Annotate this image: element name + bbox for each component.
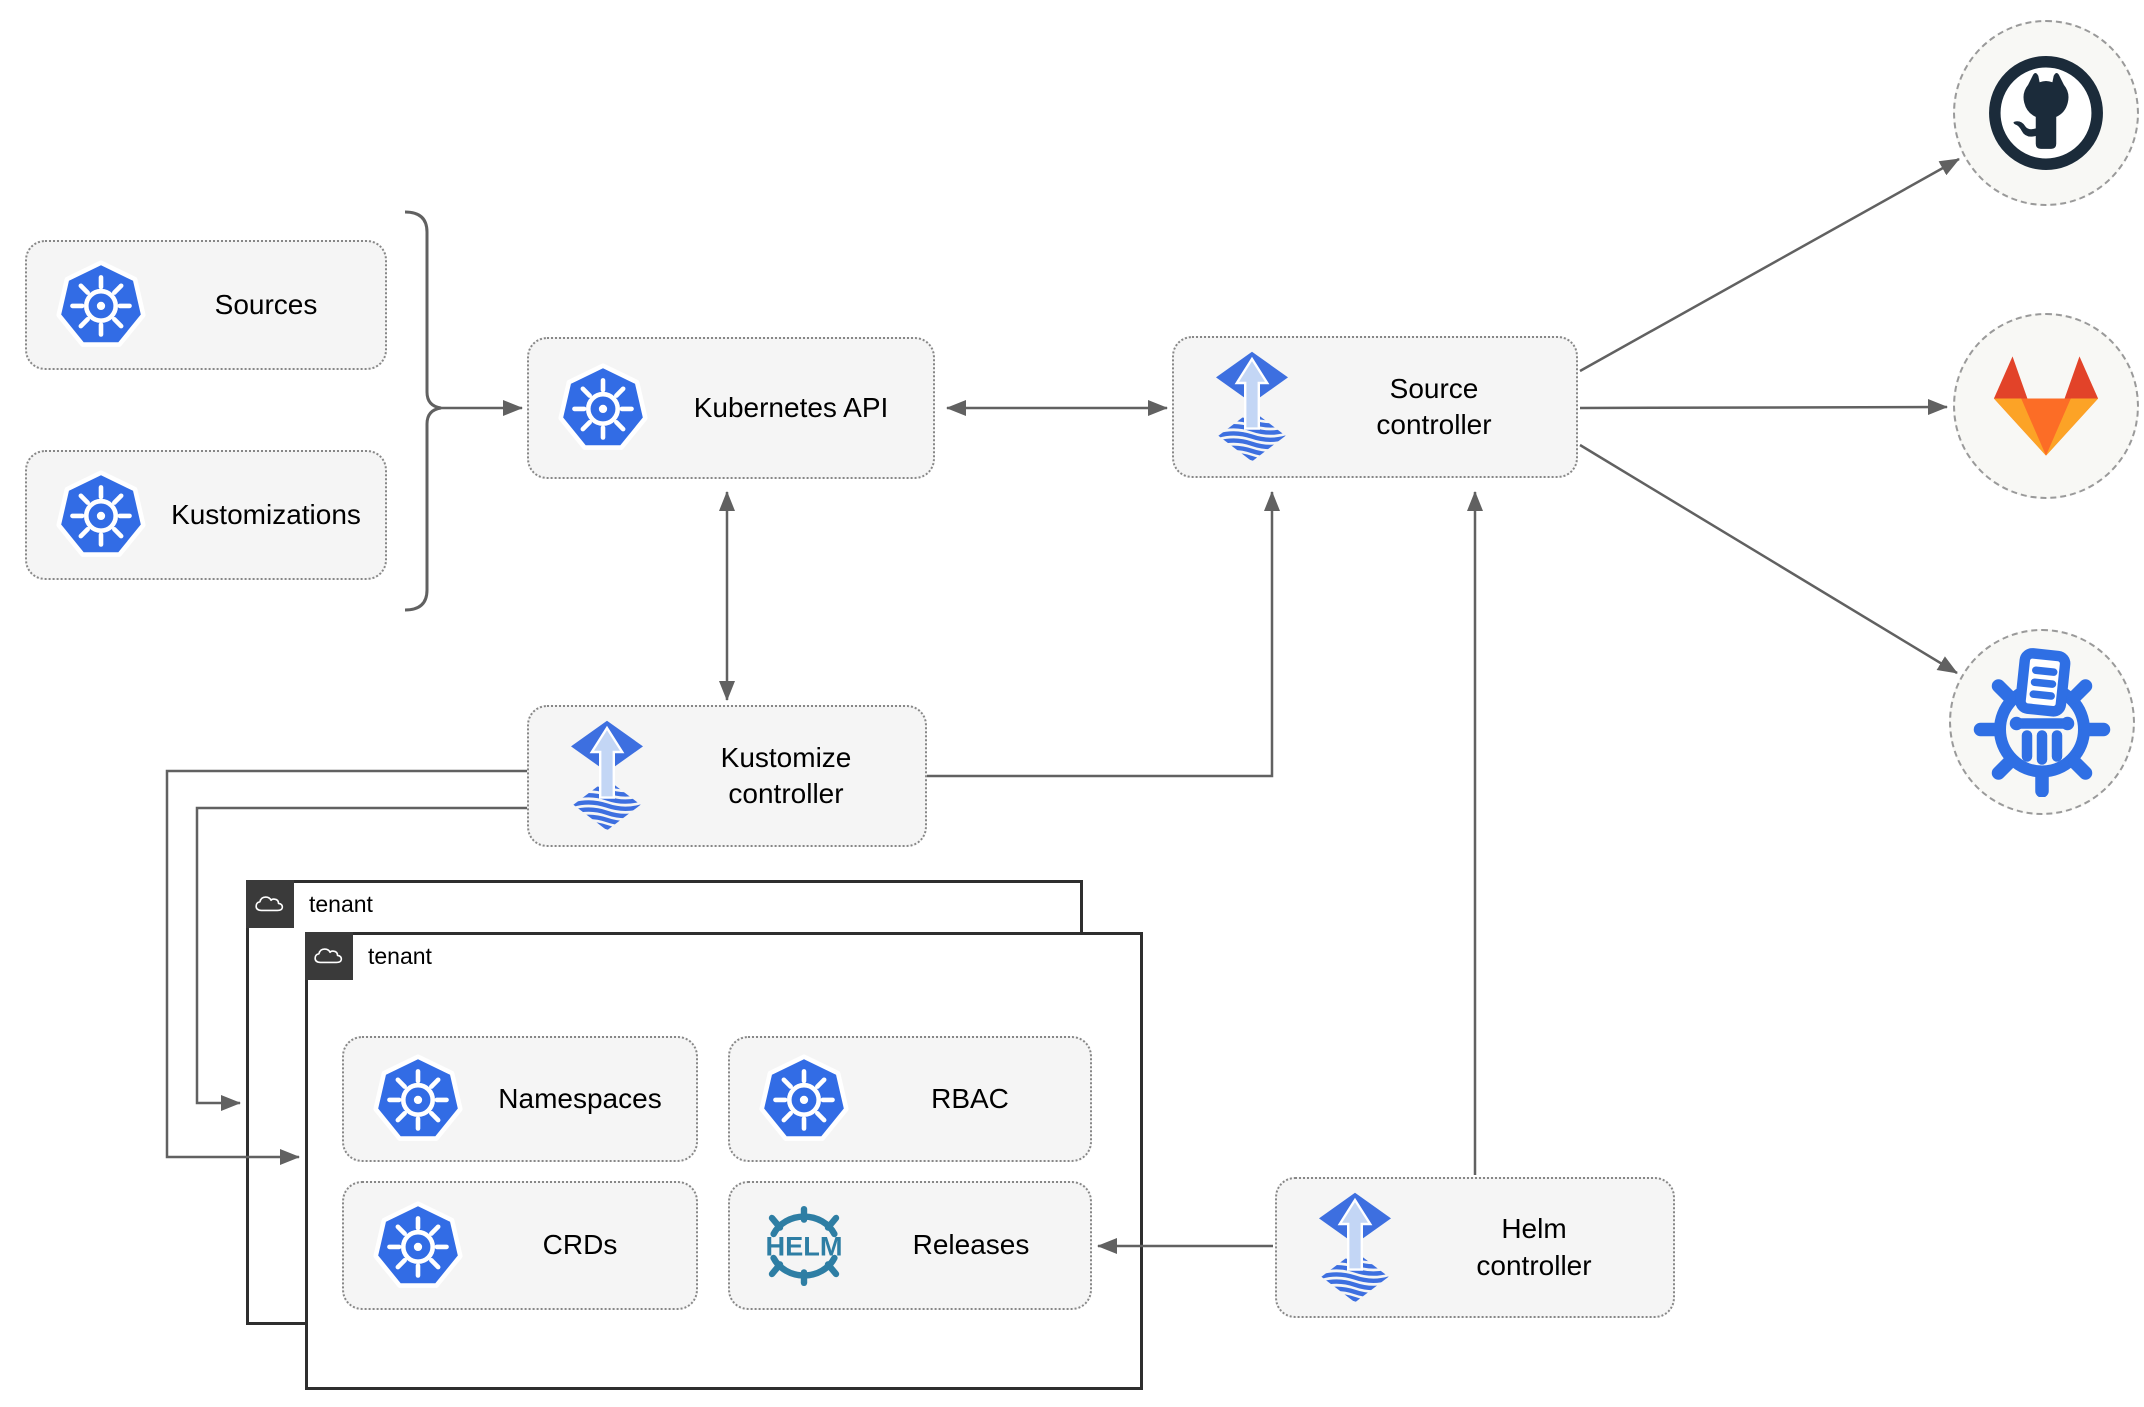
node-kustomizations: Kustomizations [25,450,387,580]
node-label: Kustomizations [171,498,361,530]
provider-oci-registry [1949,629,2135,815]
node-label: Releases [912,1229,1030,1261]
node-label: RBAC [931,1082,1009,1114]
kubernetes-icon [372,1200,464,1292]
kubernetes-icon [55,259,147,351]
arrow-kustomize-to-source [927,491,1280,778]
node-label: CRDs [542,1229,618,1261]
node-namespaces: Namespaces [342,1036,698,1162]
flux-icon [1315,1192,1395,1304]
cloud-icon [255,896,284,912]
node-helm-controller: Helm controller [1275,1177,1675,1318]
kubernetes-icon [557,362,649,454]
oci-registry-icon [1967,647,2117,797]
node-label: Kustomize controller [720,741,852,809]
tenant-label: tenant [309,891,373,917]
node-source-controller: Source controller [1172,336,1578,478]
arrow-source-to-github [1579,157,1960,373]
node-kustomize-controller: Kustomize controller [527,705,927,847]
provider-gitlab [1953,313,2139,499]
arrow-source-to-gitlab [1579,399,1948,416]
brace-sources-group [404,210,442,612]
flux-icon [1212,351,1292,463]
provider-github [1953,20,2139,206]
tenant-label: tenant [368,943,432,969]
node-releases: HELM Releases [728,1181,1092,1310]
node-label: Namespaces [498,1082,662,1114]
node-label: Source controller [1376,372,1492,440]
kubernetes-icon [758,1053,850,1145]
kubernetes-icon [55,469,147,561]
node-crds: CRDs [342,1181,698,1310]
node-label: Kubernetes API [693,391,889,423]
gitlab-icon [1984,344,2108,468]
flux-icon [567,720,647,832]
kubernetes-icon [372,1053,464,1145]
node-kubernetes-api: Kubernetes API [527,337,935,479]
node-sources: Sources [25,240,387,370]
helm-icon: HELM [765,1205,843,1286]
cloud-icon [314,948,343,964]
tenant-tab [246,880,294,928]
helm-icon-text: HELM [765,1230,842,1261]
node-label: Helm controller [1476,1213,1592,1281]
node-label: Sources [214,288,318,320]
node-rbac: RBAC [728,1036,1092,1162]
tenant-tab [305,932,353,980]
arrow-source-to-oci [1579,443,1958,675]
github-icon [1982,49,2110,177]
